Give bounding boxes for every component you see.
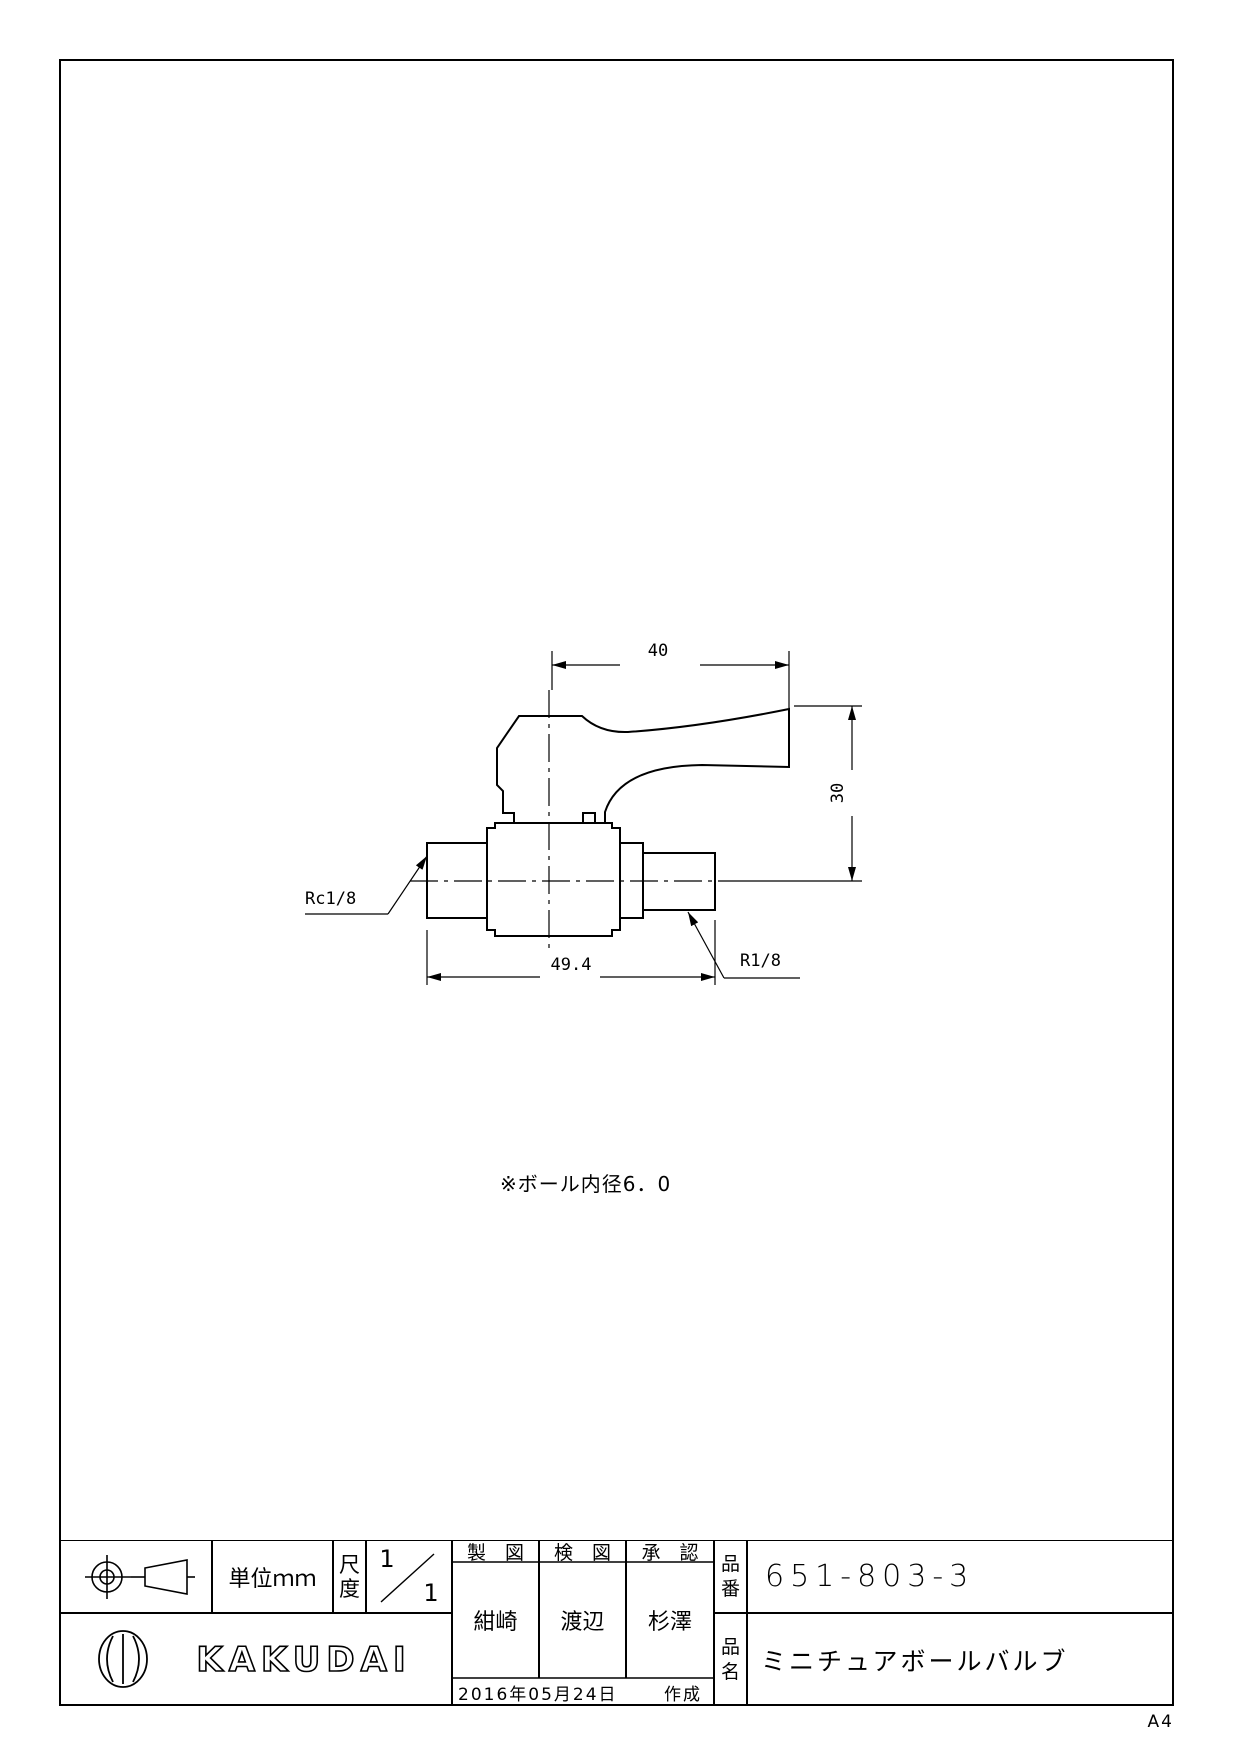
created-label: 作成 — [664, 1684, 702, 1705]
drawing-frame — [59, 59, 1174, 1706]
part-number: 651-803-3 — [765, 1559, 975, 1594]
creation-date: 2016年05月24日 — [458, 1684, 618, 1705]
dim-body-length — [426, 920, 716, 985]
r-thread-label: R1/8 — [740, 951, 781, 971]
leader-female-thread — [305, 855, 428, 915]
scale-denominator: 1 — [423, 1579, 439, 1607]
dim-handle-width — [551, 651, 790, 708]
company-name: KAKUDAI — [196, 1639, 412, 1681]
dim-30-label: 30 — [828, 783, 848, 803]
part-name: ミニチュアボールバルブ — [761, 1646, 1069, 1676]
dim-40-label: 40 — [648, 641, 668, 661]
part-name-label: 品名 — [720, 1635, 740, 1683]
unit-label: 単位ｍｍ — [228, 1566, 317, 1592]
drawn-label: 製 図 — [466, 1541, 524, 1564]
third-angle-projection-icon — [85, 1555, 195, 1599]
checked-by: 渡辺 — [560, 1610, 605, 1635]
scale-numerator: 1 — [379, 1545, 395, 1573]
approved-label: 承 認 — [641, 1541, 699, 1564]
scale-label: 尺度 — [339, 1552, 360, 1601]
sheet-size: A4 — [1147, 1712, 1174, 1732]
dim-height — [740, 705, 862, 882]
dim-49-4-label: 49.4 — [551, 955, 592, 975]
checked-label: 検 図 — [553, 1541, 611, 1564]
kakudai-logo-icon — [98, 1630, 148, 1688]
valve-body-outline — [426, 707, 790, 937]
title-block-grid — [59, 1540, 1174, 1706]
part-number-label: 品番 — [720, 1552, 740, 1600]
ball-bore-note: ※ボール内径6．0 — [500, 1172, 672, 1196]
rc-thread-label: Rc1/8 — [305, 889, 356, 909]
leader-male-thread — [687, 911, 800, 979]
title-block: 単位ｍｍ 尺度 1 1 製 図 検 図 承 認 紺崎 渡辺 杉澤 2016年05… — [59, 1540, 1174, 1706]
drawn-by: 紺崎 — [473, 1610, 518, 1635]
approved-by: 杉澤 — [647, 1610, 692, 1635]
center-lines — [410, 690, 740, 950]
